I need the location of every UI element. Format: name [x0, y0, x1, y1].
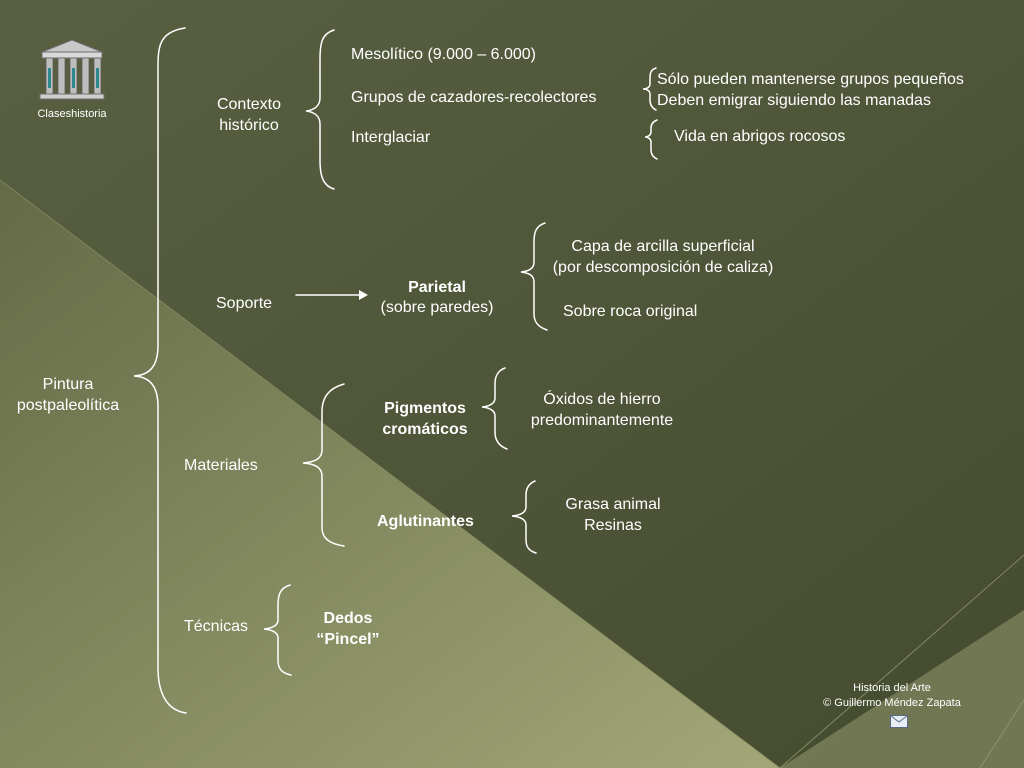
tecnica-pincel: “Pincel” [316, 631, 380, 648]
contexto-label-line2: histórico [219, 117, 279, 134]
interglaciar-detail: Vida en abrigos rocosos [674, 128, 846, 145]
parietal-detail-2: (por descomposición de caliza) [552, 259, 774, 276]
tecnica-dedos: Dedos [323, 610, 373, 627]
tecnicas-label: Técnicas [184, 618, 249, 635]
footer-line1: Historia del Arte [853, 682, 931, 694]
arrow-head [359, 290, 368, 300]
contexto-item-mesolitico: Mesolítico (9.000 – 6.000) [351, 46, 536, 63]
brace-main [133, 27, 187, 714]
root-label-line1: Pintura [42, 376, 94, 393]
pigmentos-label-line2: cromáticos [382, 421, 468, 438]
aglutinantes-label: Aglutinantes [377, 513, 474, 530]
envelope-icon[interactable] [890, 715, 908, 728]
brace-grupos [642, 67, 657, 111]
pigmentos-detail: Óxidos de hierro predominantemente [512, 389, 692, 431]
logo-caption: Claseshistoria [37, 108, 107, 120]
aglutinantes-detail-1: Grasa animal [565, 496, 661, 513]
contexto-label: Contexto histórico [204, 94, 294, 136]
parietal-detail-1: Capa de arcilla superficial [571, 238, 755, 255]
parietal-subtitle: (sobre paredes) [380, 299, 494, 316]
brace-contexto [305, 29, 335, 190]
grupos-detail-1: Sólo pueden mantenerse grupos pequeños [657, 71, 964, 88]
grupos-detail-2: Deben emigrar siguiendo las manadas [657, 92, 931, 109]
tecnicas-items: Dedos “Pincel” [298, 608, 398, 650]
brace-pigmentos [481, 367, 508, 450]
brace-tecnicas [263, 584, 292, 676]
greek-temple-icon [39, 39, 105, 100]
parietal-title: Parietal [408, 279, 466, 296]
parietal-detail-3: Sobre roca original [563, 303, 698, 320]
footer-line2: © Guillermo Méndez Zapata [823, 697, 961, 709]
pigmentos-label-line1: Pigmentos [384, 400, 466, 417]
aglutinantes-detail-2: Resinas [584, 517, 642, 534]
brace-interglaciar [644, 119, 658, 160]
brace-materiales [302, 383, 345, 547]
pigmentos-detail-2: predominantemente [530, 412, 674, 429]
materiales-label: Materiales [184, 457, 258, 474]
aglutinantes-detail: Grasa animal Resinas [548, 494, 678, 536]
pigmentos-detail-1: Óxidos de hierro [543, 391, 661, 408]
contexto-label-line1: Contexto [216, 96, 282, 113]
brace-aglutinantes [511, 480, 537, 554]
root-label-line2: postpaleolítica [16, 397, 120, 414]
contexto-item-grupos: Grupos de cazadores-recolectores [351, 89, 597, 106]
root-label: Pintura postpaleolítica [6, 374, 130, 416]
soporte-label: Soporte [216, 295, 273, 312]
brace-parietal [520, 222, 548, 331]
contexto-item-interglaciar: Interglaciar [351, 129, 431, 146]
pigmentos-label: Pigmentos cromáticos [362, 398, 488, 440]
